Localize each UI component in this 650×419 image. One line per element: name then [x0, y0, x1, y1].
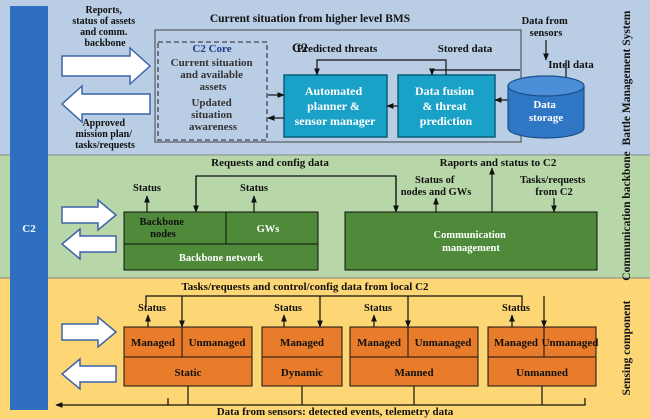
data-from-sensors-top: Data from sensors [522, 16, 571, 39]
planner-label: Automated planner & sensor manager [295, 84, 376, 128]
status-nodes-gws-label: Status of nodes and GWs [401, 175, 472, 198]
data-storage: Data storage [507, 75, 585, 139]
backbone-nodes-label: Backbone nodes [140, 217, 187, 240]
comm-layer-label: Communication backbone [621, 151, 633, 280]
c2-label: C2 [292, 40, 308, 55]
reports-label: Reports, status of assets and comm. back… [72, 5, 137, 49]
status-label-0: Status [138, 303, 166, 314]
comm-management-label: Communication management [434, 230, 509, 254]
sensor-dynamic-left: Managed [280, 337, 324, 349]
sensor-manned-left: Managed [357, 337, 401, 349]
sensor-dynamic-type: Dynamic [281, 367, 323, 379]
sensor-static-right: Unmanaged [189, 337, 246, 349]
sensor-static-left: Managed [131, 337, 175, 349]
c2-bar [10, 6, 48, 410]
data-storage-label: Data storage [529, 99, 563, 124]
sensing-right-arrow [61, 315, 118, 349]
backbone-network-box [123, 243, 319, 271]
updated-awareness: Updated situation awareness [189, 97, 238, 133]
current-situation-assets: Current situation and available assets [171, 57, 256, 93]
stored-data-label: Stored data [438, 43, 493, 55]
reports-arrow [61, 46, 152, 86]
c2-core-title: C2 Core [192, 43, 231, 55]
status-label-3: Status [502, 303, 530, 314]
sensor-static-type: Static [175, 367, 202, 379]
requests-config-label: Requests and config data [211, 157, 329, 169]
comm-right-arrow [61, 198, 118, 232]
reports-status-c2-label: Raports and status to C2 [440, 157, 557, 169]
comm-left-arrow [60, 227, 117, 261]
sensing-left-arrow [60, 357, 117, 391]
approved-label: Approved mission plan/ tasks/requests [75, 118, 135, 151]
c2-bar-label: C2 [22, 223, 36, 235]
sensor-manned-right: Unmanaged [415, 337, 472, 349]
battle-layer-label: Battle Management System [621, 10, 633, 145]
predicted-threats-label: Predicted threats [297, 43, 378, 55]
sensor-unmanned-right: Unmanaged [542, 337, 599, 349]
status-label-2: Status [364, 303, 392, 314]
tasks-local-c2-label: Tasks/requests and control/config data f… [181, 281, 429, 293]
sensor-manned-type: Manned [394, 367, 433, 379]
status-label-1: Status [274, 303, 302, 314]
status-mid-label: Status [240, 183, 268, 194]
fusion-label: Data fusion & threat prediction [415, 84, 477, 128]
sensor-unmanned-left: Managed [494, 337, 538, 349]
bottom-data-label: Data from sensors: detected events, tele… [217, 406, 454, 418]
sensing-layer-label: Sensing component [621, 300, 633, 395]
c2-core-box [157, 41, 268, 141]
sensor-unmanned-type: Unmanned [516, 367, 568, 379]
intel-data-label: Intel data [548, 59, 594, 71]
status-left-label: Status [133, 183, 161, 194]
comm-management-box [344, 211, 598, 271]
approved-arrow [60, 84, 151, 124]
planner-box [283, 74, 388, 138]
gws-box [225, 211, 319, 245]
current-situation-bms: Current situation from higher level BMS [210, 13, 410, 25]
tasks-from-c2-label: Tasks/requests from C2 [520, 175, 588, 198]
backbone-network-label: Backbone network [179, 253, 263, 264]
gws-label: GWs [257, 224, 280, 235]
